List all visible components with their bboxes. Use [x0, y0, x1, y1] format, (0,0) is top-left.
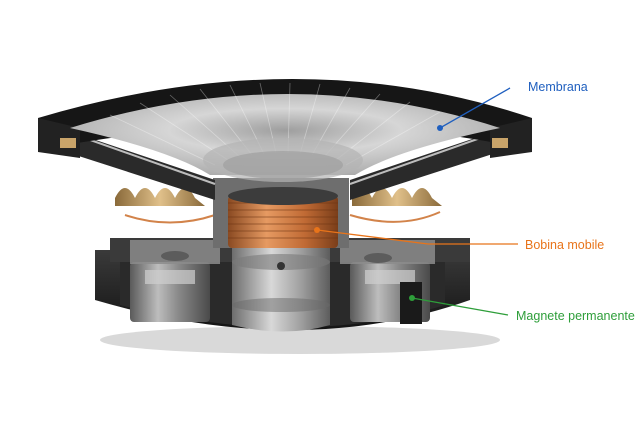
- label-bobina-mobile: Bobina mobile: [525, 238, 605, 252]
- ground-shadow: [100, 326, 500, 354]
- spider-right: [352, 188, 442, 206]
- callout-line-membrana: [439, 87, 511, 129]
- callout-line-magnete: [411, 297, 509, 316]
- cone-wall-left: [60, 128, 215, 200]
- spider-left: [115, 188, 205, 206]
- label-membrana: Membrana: [528, 80, 588, 94]
- diaphragm: [70, 94, 500, 175]
- lead-wire-right: [349, 211, 441, 223]
- lead-wire-left: [124, 214, 216, 224]
- callout-dot-bobina: [314, 227, 320, 233]
- label-magnete-permanente: Magnete permanente: [516, 309, 635, 323]
- cone-wall-right: [350, 128, 505, 200]
- callout-dot-magnete: [409, 295, 415, 301]
- callout-dot-membrana: [437, 125, 443, 131]
- voice-coil: [228, 196, 338, 248]
- callout-line-bobina-a: [316, 229, 429, 245]
- magnet-edge-right: [400, 282, 422, 324]
